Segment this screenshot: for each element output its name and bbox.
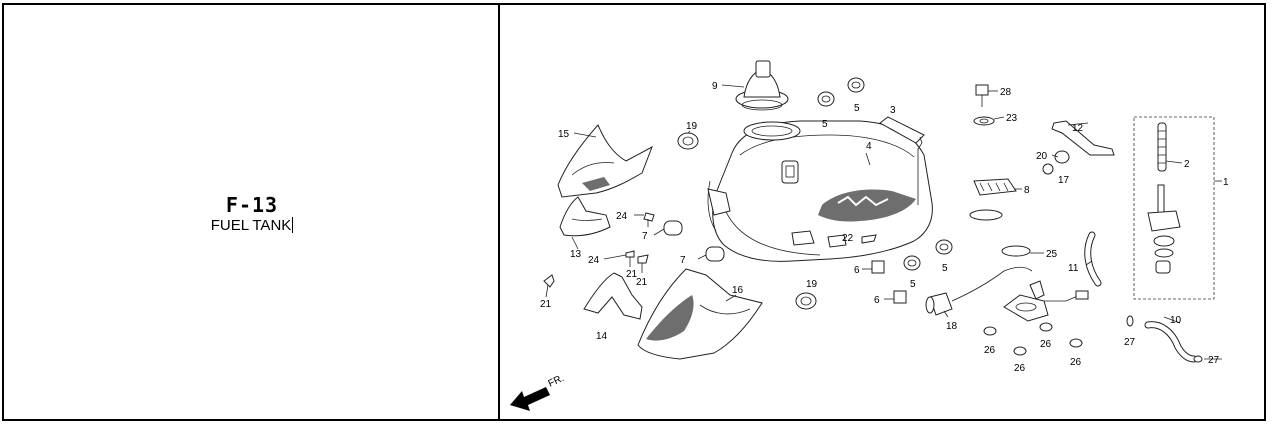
front-direction-label: FR. [547, 373, 566, 390]
callout-3: 3 [890, 105, 896, 116]
callout-5d: 5 [942, 263, 948, 274]
band-bolt-washer-drawing [879, 84, 995, 205]
callout-7b: 7 [680, 255, 686, 266]
bracket-12-drawing [1042, 120, 1115, 175]
screws-drawing [543, 212, 655, 298]
title-panel: F-13 FUEL TANK [4, 5, 500, 419]
callout-27a: 27 [1124, 337, 1136, 348]
callout-19a: 19 [686, 121, 698, 132]
callout-8: 8 [1024, 185, 1030, 196]
nuts-drawing [983, 322, 1083, 356]
callout-4: 4 [866, 141, 872, 152]
callout-21c: 21 [626, 269, 638, 280]
callout-11: 11 [1068, 263, 1079, 274]
callout-2: 2 [1184, 159, 1190, 170]
section-code: F-13 [225, 193, 279, 217]
callout-26b: 26 [1014, 363, 1026, 374]
callout-13: 13 [570, 249, 582, 260]
text-caret [292, 217, 294, 233]
callout-22: 22 [842, 233, 854, 244]
callout-24b: 24 [588, 255, 600, 266]
callout-5c: 5 [910, 279, 916, 290]
callout-26d: 26 [1070, 357, 1082, 368]
callout-10: 10 [1170, 315, 1182, 326]
section-name: FUEL TANK [210, 217, 292, 234]
callout-6b: 6 [874, 295, 880, 306]
fuel-cap-drawing [735, 60, 789, 111]
fuel-tank-drawing [707, 120, 933, 262]
callout-21a: 21 [540, 299, 552, 310]
callout-15: 15 [558, 129, 570, 140]
side-cover-15-drawing [557, 124, 653, 198]
callout-5a: 5 [822, 119, 828, 130]
callout-14: 14 [596, 331, 608, 342]
callout-20: 20 [1036, 151, 1048, 162]
callout-5b: 5 [854, 103, 860, 114]
callout-19b: 19 [806, 279, 818, 290]
callout-26a: 26 [984, 345, 996, 356]
page-frame: F-13 FUEL TANK [2, 3, 1266, 421]
callout-9: 9 [712, 81, 718, 92]
pump-parts-drawing [861, 178, 1031, 304]
callout-1: 1 [1223, 177, 1229, 188]
callout-26c: 26 [1040, 339, 1052, 350]
cushions-drawing [663, 77, 953, 310]
bracket-14-drawing [583, 272, 643, 320]
callout-24a: 24 [616, 211, 628, 222]
callout-labels: 1 2 3 4 5 5 5 5 6 6 7 7 8 9 10 11 12 13 … [540, 81, 1229, 374]
leader-lines [571, 84, 1222, 360]
callout-6a: 6 [854, 265, 860, 276]
callout-12: 12 [1072, 123, 1084, 134]
diagram-panel: FR. [500, 5, 1264, 419]
callout-25: 25 [1046, 249, 1058, 260]
tank-shroud-drawing [637, 268, 763, 360]
callout-17: 17 [1058, 175, 1070, 186]
front-direction-indicator: FR. [510, 373, 566, 411]
callout-18: 18 [946, 321, 958, 332]
title-block: F-13 FUEL TANK [4, 193, 500, 235]
callout-23: 23 [1006, 113, 1018, 124]
fuel-cock-assembly-drawing [1133, 116, 1215, 300]
callout-27b: 27 [1208, 355, 1220, 366]
bracket-13-drawing [559, 196, 611, 237]
fuel-pump-drawing [925, 266, 1089, 322]
hoses-drawing [1084, 231, 1203, 363]
callout-16: 16 [732, 285, 744, 296]
exploded-parts-diagram: FR. [510, 60, 1229, 411]
callout-21b: 21 [636, 277, 648, 288]
callout-7a: 7 [642, 231, 648, 242]
callout-28: 28 [1000, 87, 1012, 98]
